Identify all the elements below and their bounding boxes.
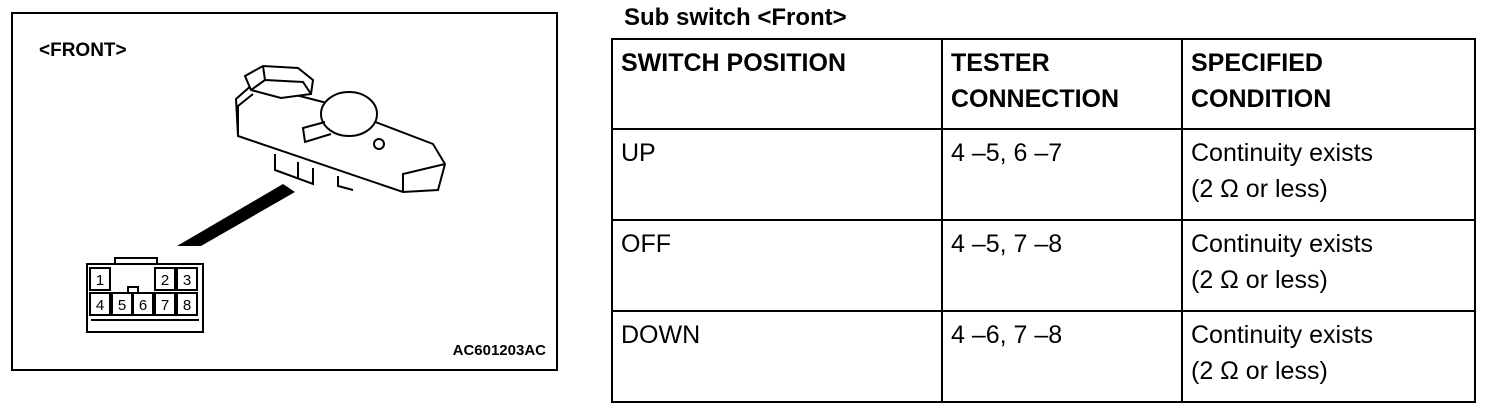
cell-condition: Continuity exists(2 Ω or less) (1181, 310, 1476, 403)
cell-condition: Continuity exists(2 Ω or less) (1181, 219, 1476, 312)
pin-label: 6 (139, 297, 147, 314)
table-row: DOWN 4 –6, 7 –8 Continuity exists(2 Ω or… (611, 310, 1476, 403)
switch-body-drawing (234, 64, 447, 194)
switch-illustration: 1 2 3 4 5 6 7 8 (86, 64, 447, 333)
cell-position: DOWN (611, 310, 943, 403)
figure-label: <FRONT> (39, 40, 127, 61)
cell-position: OFF (611, 219, 943, 312)
illustration-panel: 1 2 3 4 5 6 7 8 <FRONT> AC601203AC (11, 12, 558, 371)
cell-connection: 4 –6, 7 –8 (941, 310, 1183, 403)
figure-id: AC601203AC (452, 342, 546, 359)
pin-label: 8 (183, 297, 191, 314)
table-title: Sub switch <Front> (624, 4, 847, 31)
pin-label: 5 (118, 297, 126, 314)
cell-condition: Continuity exists(2 Ω or less) (1181, 128, 1476, 221)
cell-connection: 4 –5, 6 –7 (941, 128, 1183, 221)
cell-position: UP (611, 128, 943, 221)
pointer-wedge (177, 184, 295, 246)
pin-label: 3 (183, 272, 191, 289)
pin-label: 7 (161, 297, 169, 314)
cell-connection: 4 –5, 7 –8 (941, 219, 1183, 312)
pin-label: 2 (161, 272, 169, 289)
pin-label: 1 (96, 272, 104, 289)
table-row: OFF 4 –5, 7 –8 Continuity exists(2 Ω or … (611, 219, 1476, 312)
pin-label: 4 (96, 297, 104, 314)
table-row: UP 4 –5, 6 –7 Continuity exists(2 Ω or l… (611, 128, 1476, 221)
header-switch-position: SWITCH POSITION (611, 38, 943, 130)
connector-diagram (86, 257, 204, 333)
